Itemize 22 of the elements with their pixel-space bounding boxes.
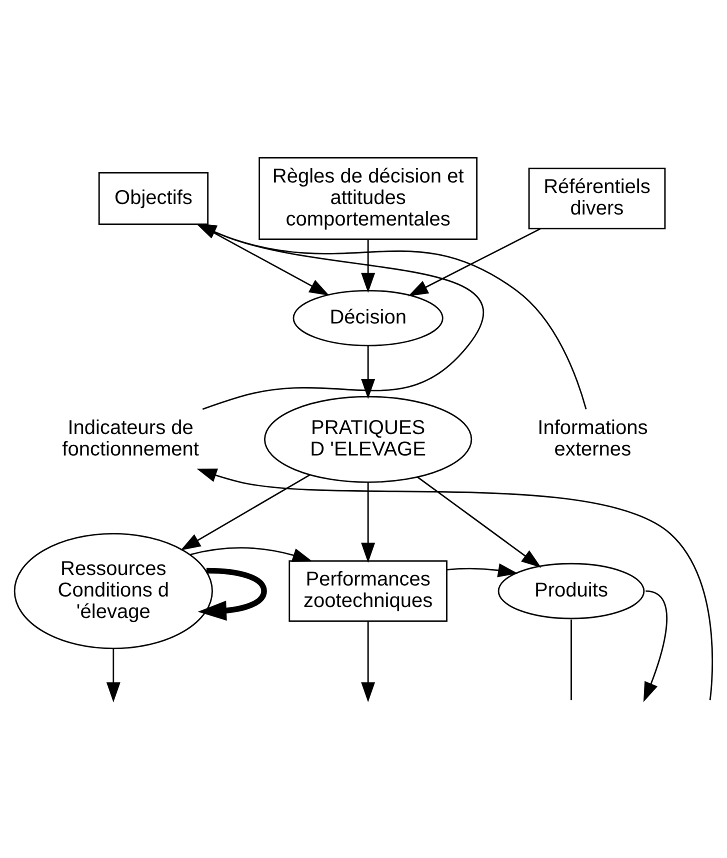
arrow (408, 228, 541, 296)
node-text: Indicateurs de fonctionnement (62, 416, 200, 460)
node-text: Informations externes (538, 416, 648, 460)
arrow (416, 476, 542, 568)
node-box: Performances zootechniques (288, 560, 448, 622)
arrow (106, 648, 120, 702)
node-box: Objectifs (98, 172, 209, 224)
connector (570, 619, 572, 700)
arrow (180, 474, 310, 550)
node-ellipse: Décision (292, 289, 444, 346)
arrow (361, 620, 376, 702)
node-box: Règles de décision et attitudes comportementales (258, 156, 478, 240)
arrow (190, 546, 313, 562)
arrow (196, 468, 714, 700)
node-ellipse: PRATIQUES D 'ELEVAGE (264, 395, 472, 482)
node-box: Référentiels divers (528, 167, 666, 229)
arrow (198, 567, 267, 620)
arrow (361, 482, 376, 562)
arrow (446, 562, 518, 577)
arrow (643, 590, 668, 702)
arrow (361, 345, 376, 399)
arrow (361, 238, 376, 292)
